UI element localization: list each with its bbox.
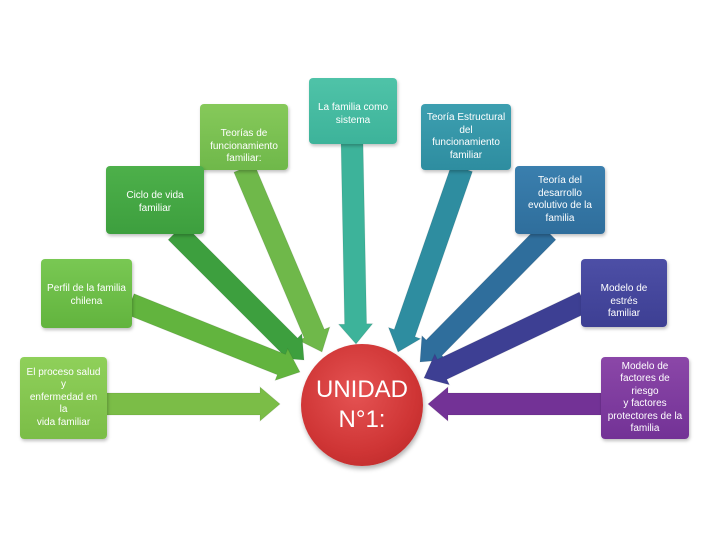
node-line: Teoría Estructural [426, 112, 506, 123]
node-familia-sistema[interactable]: La familia como sistema [309, 78, 397, 144]
node-line: Perfil de la familia [47, 283, 126, 294]
node-factores-riesgo[interactable]: Modelo de factores de riesgo y factores … [601, 357, 689, 439]
node-line: Teoría del [538, 175, 582, 186]
node-line: familia [545, 212, 575, 224]
node-line: Modelo de [621, 360, 669, 372]
node-line: El proceso salud y [26, 366, 101, 391]
node-line: Modelo de estrés [600, 283, 648, 307]
center-unidad-circle[interactable]: UNIDAD N°1: [301, 344, 423, 466]
node-teoria-estructural[interactable]: Teoría Estructural del funcionamiento fa… [421, 104, 511, 170]
node-modelo-estres[interactable]: Modelo de estrés familiar [581, 259, 667, 327]
arrow-estres [423, 291, 590, 386]
node-line: funcionamiento [210, 140, 278, 152]
center-title-line: UNIDAD [315, 376, 408, 403]
node-line: funcionamiento [432, 137, 500, 148]
node-line: del [459, 124, 473, 136]
arrow-sistema [337, 141, 374, 345]
node-line: Ciclo de vida [126, 190, 184, 201]
node-desarrollo-evolutivo[interactable]: Teoría del desarrollo evolutivo de la fa… [515, 166, 605, 234]
node-line: y factores [623, 398, 667, 409]
node-teorias-funcionamiento[interactable]: Teorías de funcionamiento familiar: [200, 104, 288, 170]
arrow-riesgo [427, 385, 602, 423]
node-perfil-familia-chilena[interactable]: Perfil de la familia chilena [41, 259, 132, 328]
arrow-proceso [105, 385, 281, 423]
node-line: familia [630, 423, 660, 434]
node-line: familiar [138, 202, 172, 214]
node-line: Teorías de [220, 128, 268, 139]
node-line: factores de riesgo [620, 373, 670, 397]
center-title-line: N°1: [338, 406, 386, 433]
node-line: familiar [607, 308, 641, 319]
arrow-teorias [233, 163, 331, 353]
node-line: La familia como [317, 102, 389, 113]
node-line: desarrollo [538, 187, 582, 199]
node-proceso-salud-enfermedad[interactable]: El proceso salud y enfermedad en la vida… [20, 357, 107, 439]
node-line: familiar [449, 149, 483, 161]
node-line: chilena [70, 295, 103, 307]
node-line: enfermedad en la [29, 391, 98, 416]
arrow-estructural [387, 163, 474, 353]
arrow-perfil [125, 293, 301, 382]
node-line: familiar: [226, 153, 262, 164]
node-ciclo-vida[interactable]: Ciclo de vida familiar [106, 166, 204, 234]
node-line: protectores de la [607, 410, 683, 422]
node-line: sistema [335, 114, 371, 126]
node-line: evolutivo de la [528, 200, 592, 211]
node-line: vida familiar [36, 416, 91, 428]
